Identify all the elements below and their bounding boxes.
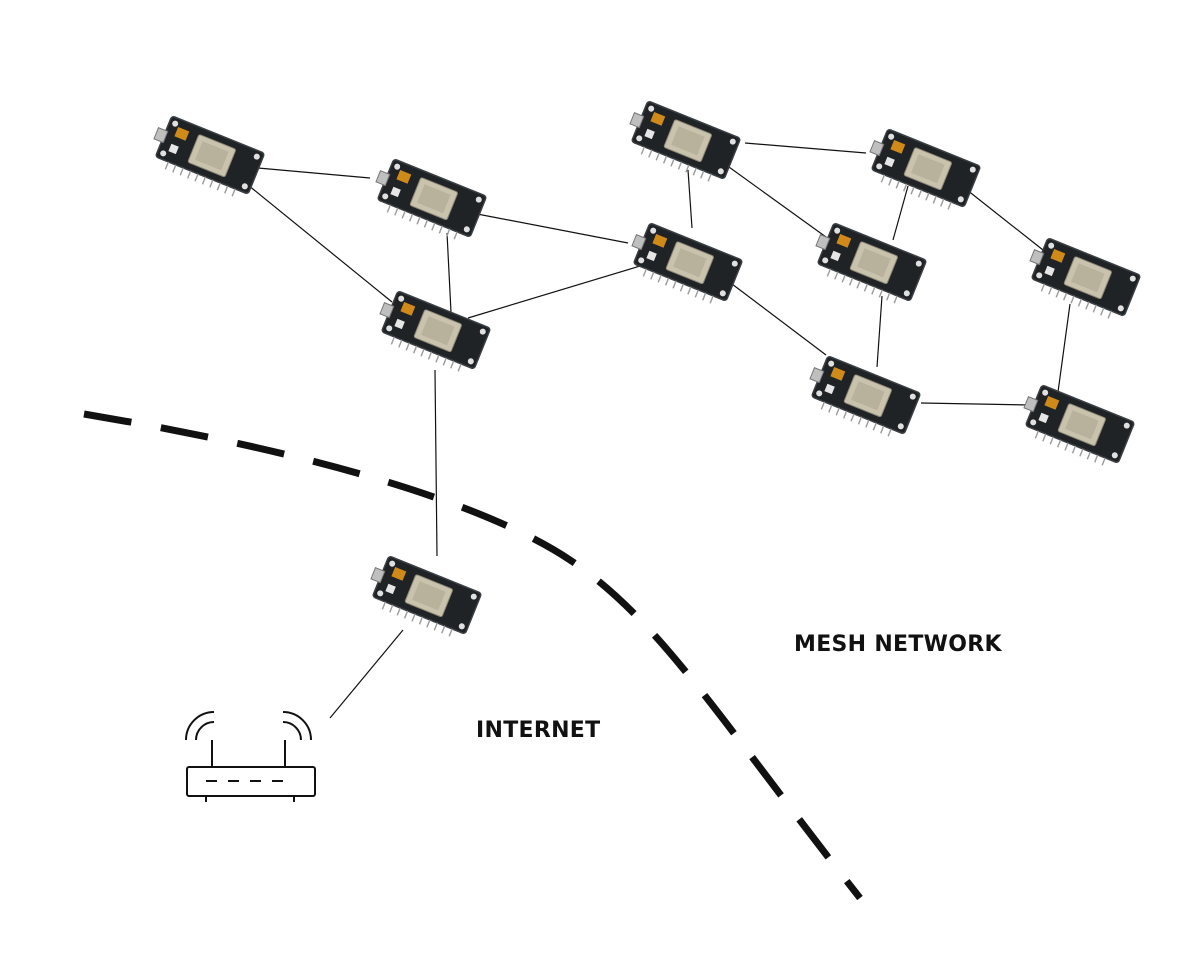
network-boundary-line: [83, 410, 863, 901]
nodemcu-board-icon: [1020, 234, 1142, 325]
link-n5-n9: [727, 280, 827, 356]
link-n4-n5: [467, 265, 641, 319]
wifi-router-icon: [185, 711, 316, 802]
nodemcu-board-icon: [622, 219, 744, 310]
link-n1-n4: [247, 184, 393, 303]
nodemcu-board-icon: [620, 97, 742, 188]
link-n6-n8: [961, 185, 1044, 251]
mesh-links: [247, 142, 1071, 719]
link-n9-n10: [920, 402, 1031, 406]
nodemcu-board-icon: [800, 352, 922, 443]
link-n8-n10: [1057, 303, 1071, 393]
nodemcu-board-icon: [1014, 381, 1136, 472]
link-n3-n6: [744, 142, 867, 154]
link-n3-n7: [721, 161, 827, 238]
link-n6-n7: [892, 185, 909, 241]
link-n4-gateway: [434, 369, 438, 557]
nodemcu-board-icon: [370, 287, 492, 378]
nodemcu-board-icon: [806, 219, 928, 310]
nodemcu-board-icon: [144, 112, 266, 203]
nodemcu-board-icon: [860, 125, 982, 216]
link-n2-n4: [446, 232, 452, 313]
link-n7-n9: [876, 295, 883, 368]
internet-label: INTERNET: [476, 718, 601, 743]
mesh-network-label: MESH NETWORK: [794, 632, 1002, 657]
nodemcu-board-icon: [366, 155, 488, 246]
mesh-nodes: [144, 97, 1142, 643]
link-n2-n5: [471, 212, 629, 244]
link-n3-n5: [687, 169, 693, 229]
link-gateway-router: [329, 629, 404, 719]
link-n1-n2: [257, 167, 371, 179]
nodemcu-board-icon: [361, 552, 483, 643]
